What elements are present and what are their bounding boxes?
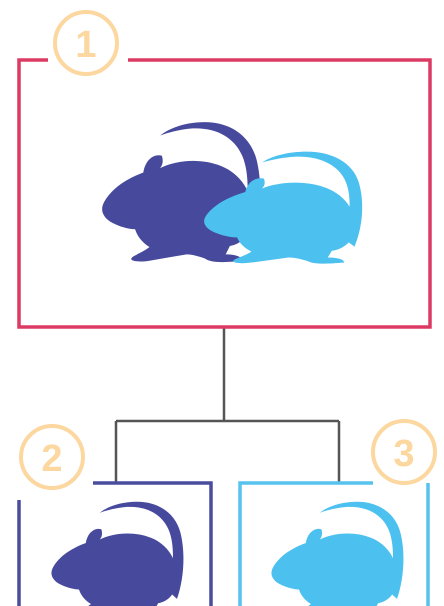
badge-1-label: 1 bbox=[75, 24, 96, 66]
rat-icon-dark-child bbox=[51, 501, 184, 606]
rat-icon-light-child bbox=[271, 501, 404, 606]
child-frame-right bbox=[238, 481, 430, 606]
badge-1: 1 bbox=[53, 10, 119, 76]
badge-3: 3 bbox=[371, 419, 437, 485]
parent-frame bbox=[17, 58, 432, 329]
rat-icon-dark bbox=[102, 122, 261, 263]
badge-3-label: 3 bbox=[393, 433, 414, 475]
child-frame-left bbox=[17, 481, 213, 606]
badge-2: 2 bbox=[19, 424, 85, 490]
badge-2-label: 2 bbox=[41, 438, 62, 480]
